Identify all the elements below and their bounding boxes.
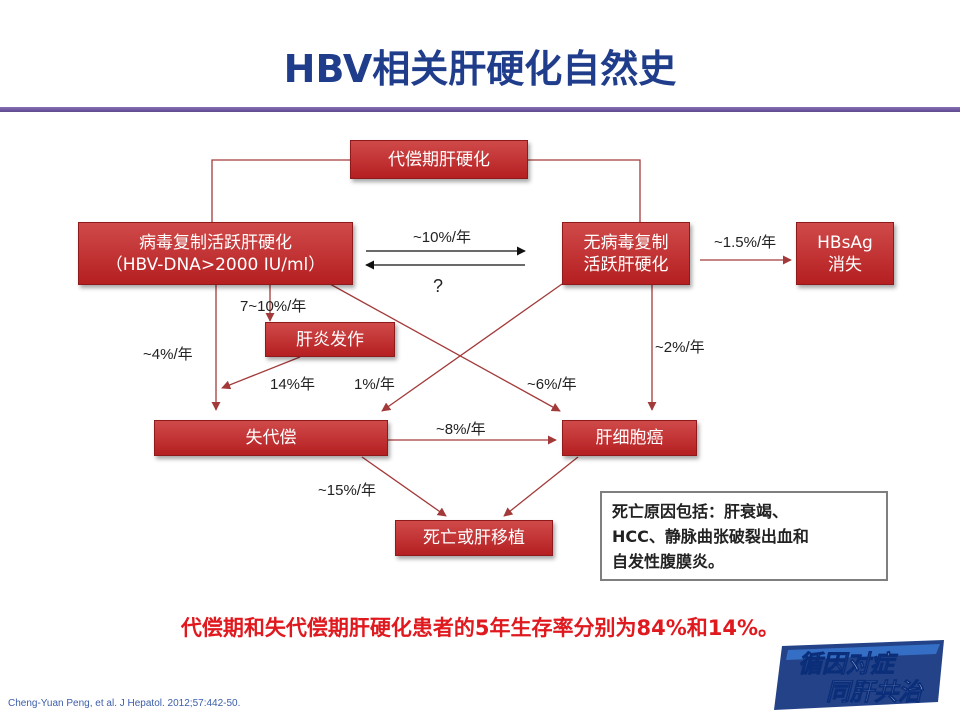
label-decomp-to-hcc: ~8%/年 (436, 421, 486, 438)
node-hbsag-line1: HBsAg (817, 232, 873, 253)
node-hcc: 肝细胞癌 (562, 420, 697, 456)
node-death-or-transplant: 死亡或肝移植 (395, 520, 553, 556)
logo-accent (786, 644, 940, 660)
node-active-line1: 病毒复制活跃肝硬化 (139, 232, 292, 253)
compensated-right-link (528, 159, 641, 222)
node-inactive-line2: 活跃肝硬化 (583, 254, 669, 275)
arrow-hcc-to-death (503, 456, 579, 517)
logo-line2: 同肝共治 (826, 678, 924, 706)
node-inactive-replication-cirrhosis: 无病毒复制 活跃肝硬化 (562, 222, 690, 285)
title-divider (0, 107, 960, 112)
compensated-left-link (211, 159, 350, 222)
note-line-1: 死亡原因包括：肝衰竭、 (612, 502, 789, 521)
node-decompensation: 失代偿 (154, 420, 388, 456)
label-inactive-to-decomp: 1%/年 (354, 376, 395, 393)
label-inactive-to-hbsag: ~1.5%/年 (714, 234, 777, 251)
node-active-line2: （HBV-DNA>2000 IU/ml） (105, 254, 326, 275)
note-line-2: HCC、静脉曲张破裂出血和 (612, 527, 809, 546)
node-active-replication-cirrhosis: 病毒复制活跃肝硬化 （HBV-DNA>2000 IU/ml） (78, 222, 353, 285)
label-inactive-to-hcc: ~2%/年 (655, 339, 705, 356)
node-inactive-line1: 无病毒复制 (583, 232, 669, 253)
citation: Cheng-Yuan Peng, et al. J Hepatol. 2012;… (8, 698, 241, 709)
node-hcc-label: 肝细胞癌 (595, 428, 664, 448)
survival-summary: 代偿期和失代偿期肝硬化患者的5年生存率分别为84%和14%。 (180, 616, 780, 640)
death-causes-note: 死亡原因包括：肝衰竭、 HCC、静脉曲张破裂出血和 自发性腹膜炎。 (600, 491, 888, 581)
slide-title: HBV相关肝硬化自然史 (283, 47, 677, 91)
arrow-decomp-to-death (361, 456, 447, 517)
label-active-to-decomp: ~4%/年 (143, 346, 193, 363)
node-hbsag-line2: 消失 (828, 254, 862, 275)
label-flare-to-decomp: 14%年 (270, 376, 316, 393)
label-decomp-to-death: ~15%/年 (318, 482, 376, 499)
arrow-inactive-to-decomp (381, 283, 563, 412)
node-decomp-label: 失代偿 (245, 428, 297, 448)
arrow-flare-to-decomp (221, 356, 301, 390)
node-hbsag-loss: HBsAg 消失 (796, 222, 894, 285)
node-death-label: 死亡或肝移植 (423, 528, 525, 548)
label-inactive-to-active: ? (433, 276, 444, 296)
label-active-to-hcc: ~6%/年 (527, 376, 577, 393)
campaign-logo: 循因对症 同肝共治 (774, 640, 944, 710)
node-flare-label: 肝炎发作 (296, 329, 364, 350)
label-active-to-flare: 7~10%/年 (240, 298, 307, 315)
logo-line1: 循因对症 (798, 650, 899, 678)
node-compensated-label: 代偿期肝硬化 (388, 149, 490, 170)
node-hepatitis-flare: 肝炎发作 (265, 322, 395, 357)
node-compensated-cirrhosis: 代偿期肝硬化 (350, 140, 528, 179)
label-active-to-inactive: ~10%/年 (413, 229, 471, 246)
note-line-3: 自发性腹膜炎。 (612, 552, 725, 571)
arrow-active-to-hcc (329, 283, 561, 412)
